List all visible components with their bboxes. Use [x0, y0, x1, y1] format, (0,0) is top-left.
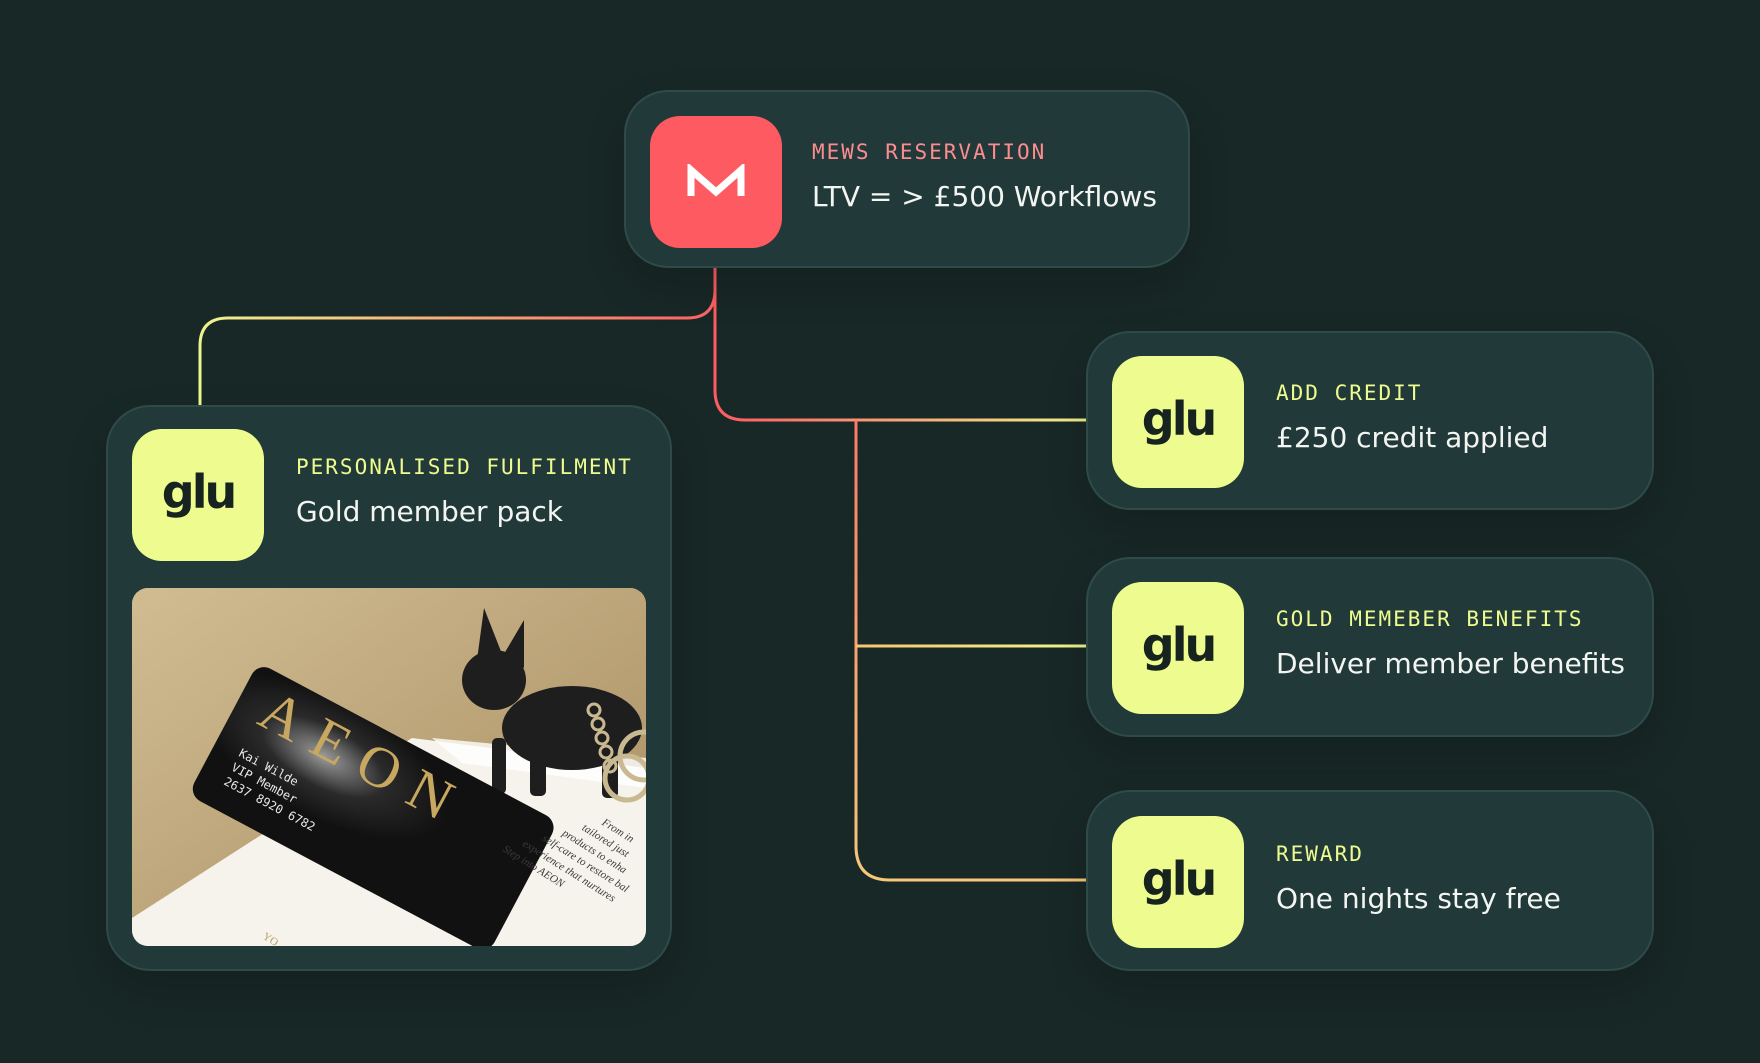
reward-label: REWARD [1276, 842, 1364, 866]
mews-label: MEWS RESERVATION [812, 140, 1047, 164]
glu-logo-icon: glu [161, 465, 237, 519]
benefits-label: GOLD MEMEBER BENEFITS [1276, 607, 1584, 631]
glu-logo-tile: glu [1112, 356, 1244, 488]
mews-text: LTV = > £500 Workflows [812, 180, 1157, 213]
dog-figurine [462, 608, 642, 798]
glu-logo-icon: glu [1141, 852, 1217, 906]
mews-logo-tile [650, 116, 782, 248]
gold-member-benefits-card[interactable]: glu GOLD MEMEBER BENEFITS Deliver member… [1086, 557, 1654, 737]
credit-text: £250 credit applied [1276, 421, 1549, 454]
reward-card[interactable]: glu REWARD One nights stay free [1086, 790, 1654, 971]
fulfilment-label: PERSONALISED FULFILMENT [296, 455, 633, 479]
connector-mews-to-credit [713, 246, 1115, 422]
mews-logo-icon [687, 164, 745, 197]
connector-mews-to-fulfilment [198, 246, 717, 428]
reward-text: One nights stay free [1276, 882, 1561, 915]
key-chain [586, 702, 646, 803]
connector-branch-vertical [854, 420, 1115, 882]
add-credit-card[interactable]: glu ADD CREDIT £250 credit applied [1086, 331, 1654, 510]
photo-illustration: AEON Kai Wilde VIP Member 2637 8920 6782… [132, 588, 646, 946]
mews-reservation-card[interactable]: MEWS RESERVATION LTV = > £500 Workflows [624, 90, 1190, 268]
fulfilment-text: Gold member pack [296, 495, 564, 528]
glu-logo-tile: glu [1112, 816, 1244, 948]
benefits-text: Deliver member benefits [1276, 647, 1625, 680]
glu-logo-icon: glu [1141, 618, 1217, 672]
gold-member-pack-photo: AEON Kai Wilde VIP Member 2637 8920 6782… [132, 588, 646, 946]
credit-label: ADD CREDIT [1276, 381, 1423, 405]
glu-logo-icon: glu [1141, 392, 1217, 446]
glu-logo-tile: glu [132, 429, 264, 561]
glu-logo-tile: glu [1112, 582, 1244, 714]
